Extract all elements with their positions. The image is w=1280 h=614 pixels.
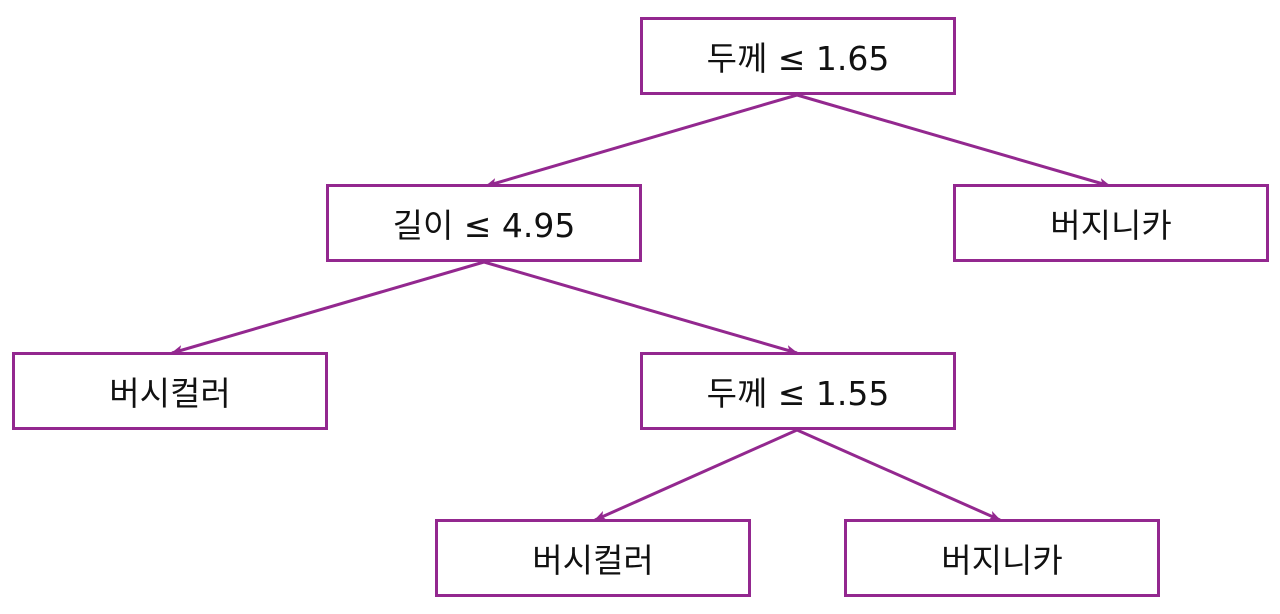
- versicolor-leaf-node-2: 버시컬러: [435, 519, 751, 597]
- edge-root-to-length: [485, 93, 798, 188]
- edge-root-to-virginica-1: [796, 93, 1111, 188]
- virginica-leaf-node-2: 버지니카: [844, 519, 1160, 597]
- edge-thickness-to-virginica-2: [796, 428, 1001, 522]
- edge-length-to-thickness: [483, 260, 798, 355]
- edge-length-to-versicolor-1: [171, 260, 485, 355]
- thickness-split-node: 두께 ≤ 1.55: [640, 352, 956, 430]
- virginica-leaf-label: 버지니카: [1050, 206, 1172, 245]
- length-split-node: 길이 ≤ 4.95: [326, 184, 642, 262]
- versicolor-leaf-node: 버시컬러: [12, 352, 328, 430]
- virginica-leaf-node: 버지니카: [953, 184, 1269, 262]
- length-split-label: 길이 ≤ 4.95: [392, 206, 576, 245]
- root-node-label: 두께 ≤ 1.65: [706, 39, 890, 78]
- virginica-leaf-label-2: 버지니카: [941, 541, 1063, 580]
- versicolor-leaf-label: 버시컬러: [109, 374, 231, 413]
- thickness-split-label: 두께 ≤ 1.55: [706, 374, 890, 413]
- versicolor-leaf-label-2: 버시컬러: [532, 541, 654, 580]
- root-node: 두께 ≤ 1.65: [640, 17, 956, 95]
- edge-thickness-to-versicolor-2: [594, 428, 798, 522]
